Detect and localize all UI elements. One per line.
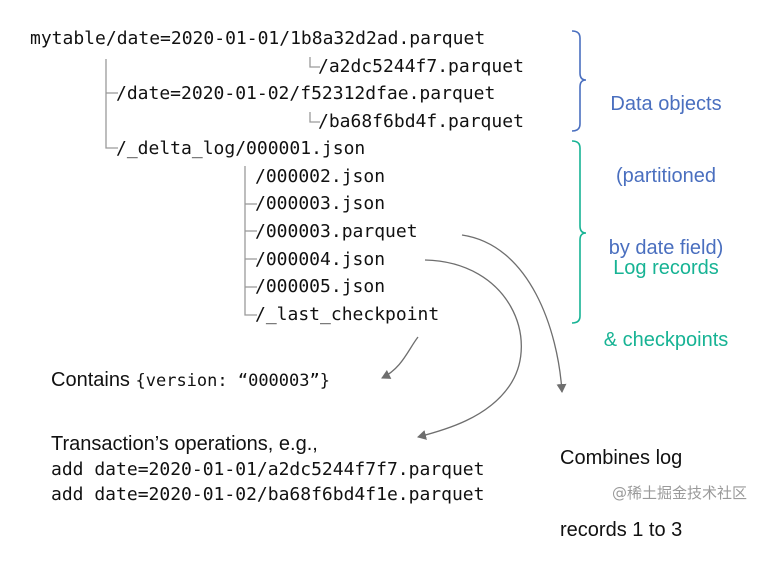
label-log-records: Log records & checkpoints — [586, 208, 746, 376]
annotation-transaction-op-2: add date=2020-01-02/ba68f6bd4f1e.parquet — [51, 484, 485, 505]
tree-delta-log-000001: /_delta_log/000001.json — [116, 138, 366, 159]
tree-partition-date2: /date=2020-01-02/f52312dfae.parquet — [116, 83, 496, 104]
annotation-transaction-title: Transaction’s operations, e.g., — [51, 433, 318, 455]
tree-connector-file-a2dc — [309, 57, 320, 68]
tree-file-a2dc: /a2dc5244f7.parquet — [318, 56, 524, 77]
tree-log-000003: /000003.json — [255, 193, 386, 214]
diagram-connectors — [105, 30, 587, 440]
tree-file-ba68: /ba68f6bd4f.parquet — [318, 111, 524, 132]
label-data-objects-line2: (partitioned — [615, 165, 717, 187]
arrow-000003-parquet-to-combines — [461, 234, 567, 393]
annotation-combines-line1: Combines log — [560, 447, 683, 469]
tree-connector-file-ba68 — [309, 112, 320, 123]
annotation-contains-prefix: Contains — [51, 369, 136, 391]
tree-log-000002: /000002.json — [255, 166, 386, 187]
label-log-records-line2: & checkpoints — [603, 329, 729, 351]
annotation-transaction-op-1: add date=2020-01-01/a2dc5244f7f7.parquet — [51, 459, 485, 480]
arrow-last-checkpoint-to-contains — [381, 336, 419, 379]
brace-log-records — [571, 140, 587, 324]
tree-log-000005: /000005.json — [255, 276, 386, 297]
label-data-objects-line1: Data objects — [610, 93, 722, 115]
tree-root-line: mytable/date=2020-01-01/1b8a32d2ad.parqu… — [30, 28, 486, 49]
brace-data-objects — [571, 30, 587, 132]
watermark: @稀土掘金技术社区 — [611, 484, 747, 502]
label-data-objects-line3: by date field) — [608, 237, 724, 259]
label-data-objects: Data objects (partitioned by date field) — [592, 44, 740, 284]
tree-log-000004: /000004.json — [255, 249, 386, 270]
arrow-000004-to-transaction — [417, 259, 522, 440]
annotation-contains-code: {version: “000003”} — [135, 371, 330, 391]
tree-last-checkpoint: /_last_checkpoint — [255, 304, 440, 325]
annotation-combines-line2: records 1 to 3 — [560, 519, 683, 541]
label-log-records-line1: Log records — [613, 257, 719, 279]
tree-connector-root — [105, 59, 118, 149]
tree-connector-delta-log — [244, 166, 257, 316]
annotation-contains: Contains {version: “000003”} — [51, 368, 330, 393]
tree-checkpoint-000003: /000003.parquet — [255, 221, 418, 242]
